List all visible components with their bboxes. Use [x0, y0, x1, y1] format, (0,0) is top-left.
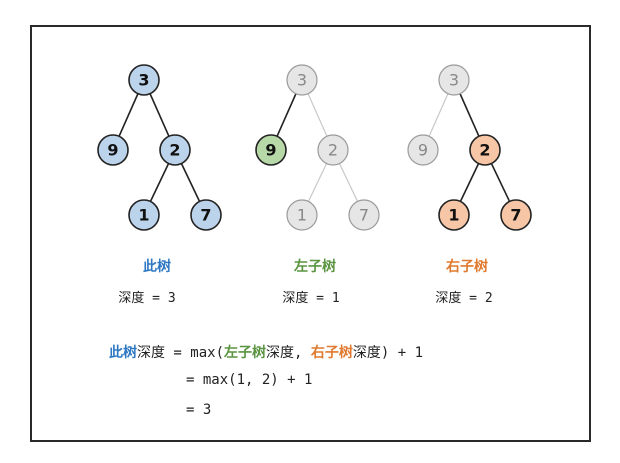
- formula-text-1: 深度 = max(: [137, 345, 225, 361]
- formula-text-3: 深度) + 1: [352, 345, 424, 361]
- node-rr-label: 7: [200, 206, 211, 225]
- node-left: [97, 134, 129, 166]
- node-rr-label: 7: [510, 206, 521, 225]
- node-rl-label: 1: [297, 206, 307, 225]
- tree-this-depth: 深度 = 3: [118, 291, 176, 306]
- node-rr: [500, 199, 532, 231]
- node-root: [286, 64, 318, 96]
- node-rr: [348, 199, 380, 231]
- node-root: [128, 64, 160, 96]
- tree-right-subtree-depth: 深度 = 2: [435, 291, 493, 306]
- node-right-label: 2: [479, 141, 490, 160]
- node-rr-label: 7: [359, 206, 369, 225]
- formula-line-1: 此树深度 = max(左子树深度, 右子树深度) + 1: [109, 342, 423, 362]
- diagram-frame: [30, 25, 591, 442]
- node-rl: [438, 199, 470, 231]
- formula-line-3: = 3: [186, 402, 212, 418]
- tree-this: 3 9 2 1 7: [97, 64, 222, 231]
- node-rl: [128, 199, 160, 231]
- node-left-label: 9: [418, 141, 428, 160]
- tree-left-subtree: 3 9 2 1 7: [255, 64, 380, 231]
- node-left-label: 9: [265, 141, 276, 160]
- node-right: [159, 134, 191, 166]
- node-left: [407, 134, 439, 166]
- formula-term-right: 右子树: [310, 345, 353, 361]
- node-root: [438, 64, 470, 96]
- node-rr: [190, 199, 222, 231]
- node-rl: [286, 199, 318, 231]
- tree-right-subtree-title: 右子树: [446, 259, 488, 275]
- tree-left-subtree-title: 左子树: [294, 259, 336, 275]
- node-right-label: 2: [169, 141, 180, 160]
- node-right: [469, 134, 501, 166]
- node-left-label: 9: [107, 141, 118, 160]
- node-root-label: 3: [449, 71, 459, 90]
- tree-right-subtree: 3 9 2 1 7: [407, 64, 532, 231]
- formula-line-2: = max(1, 2) + 1: [186, 372, 313, 388]
- tree-this-title: 此树: [143, 259, 171, 275]
- node-root-label: 3: [297, 71, 307, 90]
- node-right: [317, 134, 349, 166]
- tree-left-subtree-depth: 深度 = 1: [282, 291, 340, 306]
- node-rl-label: 1: [138, 206, 149, 225]
- node-right-label: 2: [328, 141, 338, 160]
- node-left: [255, 134, 287, 166]
- node-root-label: 3: [138, 71, 149, 90]
- node-rl-label: 1: [448, 206, 459, 225]
- formula-text-2: 深度,: [266, 345, 311, 361]
- formula-term-this: 此树: [109, 345, 137, 361]
- formula-term-left: 左子树: [224, 345, 267, 361]
